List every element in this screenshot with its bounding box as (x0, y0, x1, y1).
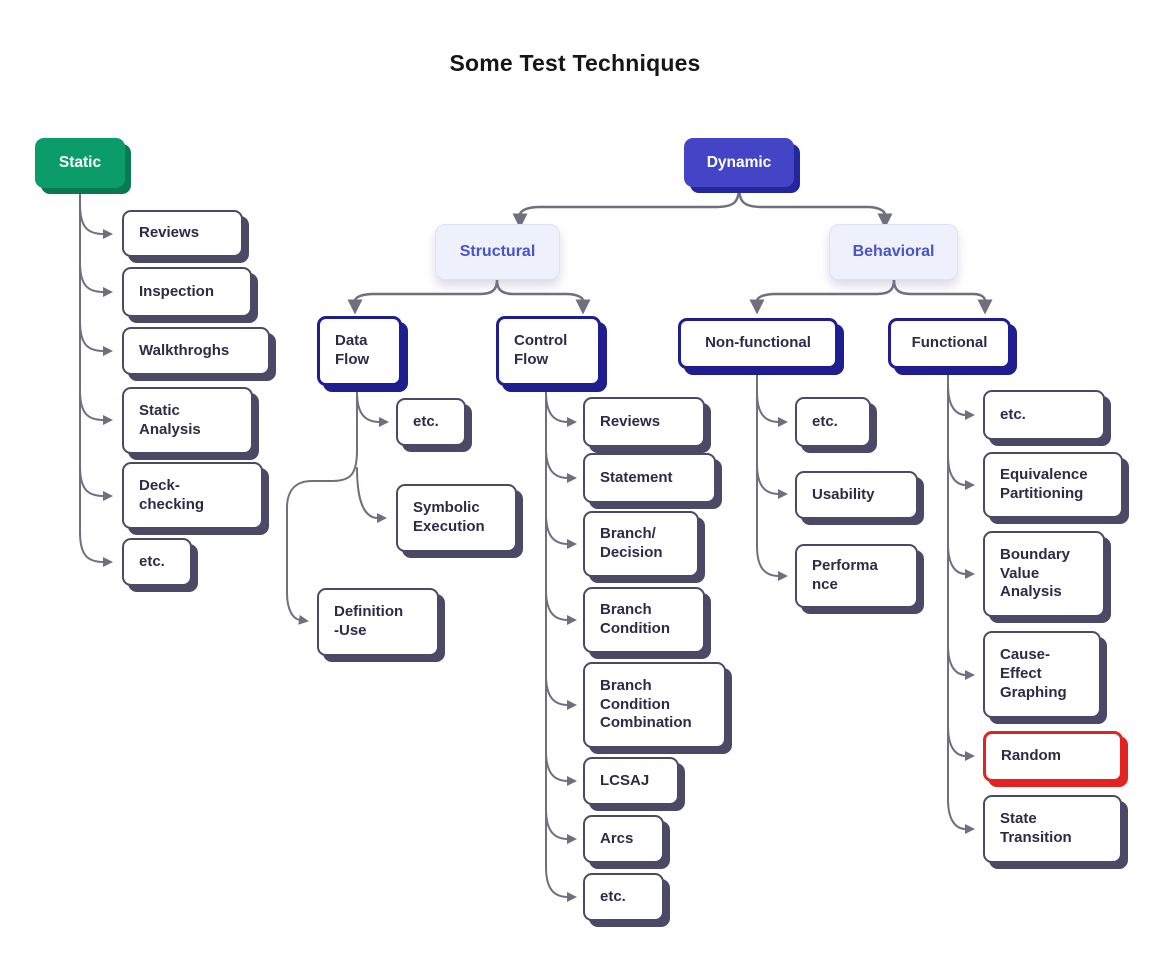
node-static-etc: etc. (122, 538, 192, 586)
connector-dynamic-behavioral (737, 185, 893, 229)
connector-behavioral-nonfunctional (749, 278, 896, 315)
node-static-walkthroghs: Walkthroghs (122, 327, 270, 375)
connector-cf-bcc (545, 674, 577, 710)
node-functional-label: Functional (911, 334, 988, 352)
node-dataflow-etc: etc. (396, 398, 466, 446)
page-title: Some Test Techniques (449, 50, 701, 76)
node-branch-condition-combination: Branch Condition Combination (583, 662, 726, 748)
connector-behavioral-functional (892, 278, 993, 315)
connector-static-inspection (79, 261, 113, 297)
node-statement: Statement (583, 453, 716, 503)
node-branch-decision: Branch/ Decision (583, 511, 699, 577)
connector-nf-etc (756, 391, 788, 427)
node-definition-use: Definition -Use (317, 588, 439, 656)
connector-static-deck (79, 465, 113, 501)
connector-structural-controlflow (495, 278, 591, 315)
node-f-etc: etc. (983, 390, 1105, 440)
node-nf-etc: etc. (795, 397, 871, 447)
node-static-label: Static (58, 154, 102, 172)
node-equivalence-partitioning: Equivalence Partitioning (983, 452, 1123, 518)
connector-cf-arcs (545, 808, 577, 844)
connector-cf-reviews (545, 391, 577, 427)
connector-f-equivalence (947, 454, 975, 490)
node-branch-condition: Branch Condition (583, 587, 705, 653)
connector-f-causeeffect (947, 644, 975, 680)
node-dynamic-label: Dynamic (706, 153, 772, 171)
connector-cf-statement (545, 447, 577, 483)
node-lcsaj: LCSAJ (583, 757, 679, 805)
node-symbolic-execution: Symbolic Execution (396, 484, 517, 552)
connector-dataflow-symbolic (356, 467, 387, 523)
connector-dataflow-definition (286, 384, 358, 625)
node-cf-reviews: Reviews (583, 397, 705, 447)
node-cause-effect-graphing: Cause- Effect Graphing (983, 631, 1101, 718)
connector-cf-branchdecision (545, 513, 577, 549)
node-random: Random (983, 731, 1123, 782)
connector-f-boundary (947, 543, 975, 579)
node-cf-etc: etc. (583, 873, 664, 921)
node-structural: Structural (435, 224, 560, 280)
node-behavioral: Behavioral (829, 224, 958, 280)
node-state-transition: State Transition (983, 795, 1122, 863)
node-behavioral-label: Behavioral (852, 243, 935, 260)
node-non-functional-label: Non-functional (705, 334, 811, 352)
node-performance: Performa nce (795, 544, 918, 608)
connector-static-analysis (79, 389, 113, 425)
connector-nf-usability (756, 463, 788, 499)
node-dynamic: Dynamic (684, 138, 794, 187)
connector-f-random (947, 725, 975, 761)
connector-cf-etc (545, 866, 577, 902)
node-control-flow: Control Flow (496, 316, 601, 386)
node-structural-label: Structural (459, 243, 536, 260)
node-functional: Functional (888, 318, 1011, 369)
node-static-analysis: Static Analysis (122, 387, 253, 454)
node-static-reviews: Reviews (122, 210, 243, 257)
connector-f-statetransition (947, 798, 975, 834)
node-static-inspection: Inspection (122, 267, 252, 317)
connector-dataflow-etc (356, 391, 389, 427)
node-data-flow: Data Flow (317, 316, 402, 386)
connector-f-etc (947, 384, 975, 420)
connector-nf-performance (756, 545, 788, 581)
node-static: Static (35, 138, 125, 188)
node-non-functional: Non-functional (678, 318, 838, 369)
connector-cf-branchcondition (545, 589, 577, 625)
connector-dynamic-structural (512, 185, 741, 229)
node-arcs: Arcs (583, 815, 664, 863)
node-control-flow-label: Control Flow (514, 332, 568, 368)
node-boundary-value-analysis: Boundary Value Analysis (983, 531, 1105, 617)
connector-static-walkthroghs (79, 320, 113, 356)
node-data-flow-label: Data Flow (335, 332, 370, 368)
connector-static-etc (79, 531, 113, 567)
connector-static-reviews (79, 203, 113, 239)
connector-cf-lcsaj (545, 750, 577, 786)
node-deck-checking: Deck- checking (122, 462, 263, 529)
connector-structural-dataflow (347, 278, 499, 315)
node-usability: Usability (795, 471, 918, 519)
